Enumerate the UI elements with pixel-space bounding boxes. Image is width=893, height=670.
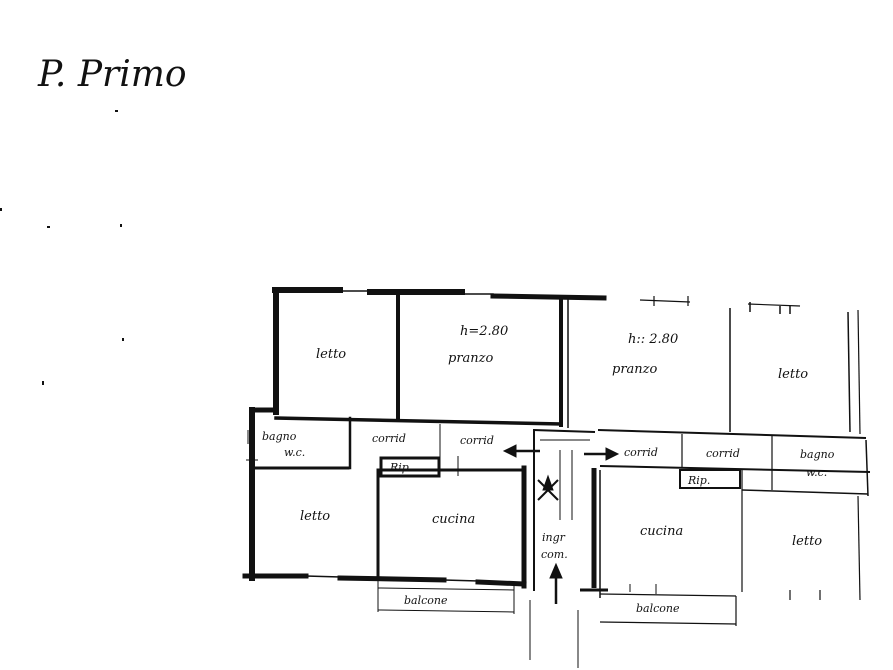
room-bagno-left: bagno [262,430,297,443]
left-unit-details [246,424,590,668]
arrow-left-icon [502,444,517,458]
room-balcone-right: balcone [636,602,680,615]
room-corrid-left-1: corrid [372,432,406,445]
floor-title: P. Primo [37,54,187,95]
room-pranzo-left-height: h=2.80 [460,324,508,339]
room-pranzo-left: pranzo [448,351,494,366]
room-corrid-right-1: corrid [624,446,658,459]
room-pranzo-right: pranzo [612,362,658,377]
room-rip-right: Rip. [687,474,710,487]
room-balcone-left: balcone [404,594,448,607]
room-corrid-right-2: corrid [706,447,740,460]
scan-specks [0,110,124,385]
room-wc-right: w.c. [806,466,827,479]
room-labels: letto h=2.80 pranzo h:: 2.80 pranzo lett… [262,324,835,615]
room-letto-bottom-left: letto [300,509,330,524]
room-rip-left: Rip. [389,461,412,474]
room-cucina-left: cucina [432,512,475,527]
direction-arrows [502,444,620,604]
arrow-right-icon [605,447,620,461]
left-unit-walls [242,287,607,591]
room-letto-top-left: letto [316,347,346,362]
room-wc-left: w.c. [284,446,305,459]
arrow-up-icon [549,562,563,579]
room-com: com. [541,548,568,561]
room-letto-top-right: letto [778,367,808,382]
room-ingr: ingr [542,531,566,544]
stair-arrow-icon [542,474,554,491]
room-bagno-right: bagno [800,448,835,461]
right-unit-walls [567,296,871,626]
room-pranzo-right-height: h:: 2.80 [628,332,678,347]
room-letto-bottom-right: letto [792,534,822,549]
room-cucina-right: cucina [640,524,683,539]
room-corrid-left-2: corrid [460,434,494,447]
